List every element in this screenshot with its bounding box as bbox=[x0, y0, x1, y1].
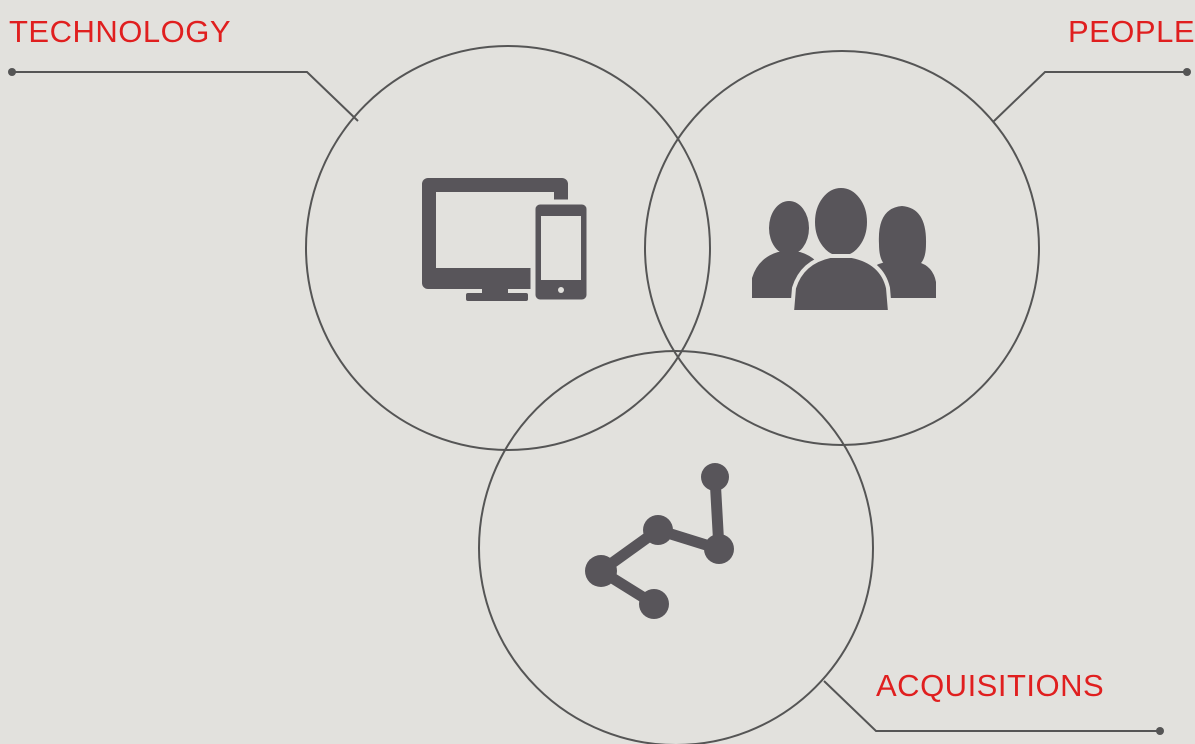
devices-icon bbox=[422, 178, 592, 305]
people-label: PEOPLE bbox=[1067, 14, 1195, 49]
people-leader-line bbox=[992, 68, 1191, 123]
people-circle bbox=[644, 50, 1040, 446]
technology-label: TECHNOLOGY bbox=[9, 14, 232, 49]
technology-circle bbox=[305, 45, 711, 451]
connected-nodes-icon bbox=[585, 463, 734, 619]
acquisitions-label: ACQUISITIONS bbox=[876, 668, 1105, 703]
acquisitions-leader-line bbox=[823, 680, 1164, 735]
acquisitions-circle bbox=[478, 350, 874, 744]
technology-leader-line bbox=[8, 68, 359, 122]
people-group-icon bbox=[752, 184, 936, 314]
